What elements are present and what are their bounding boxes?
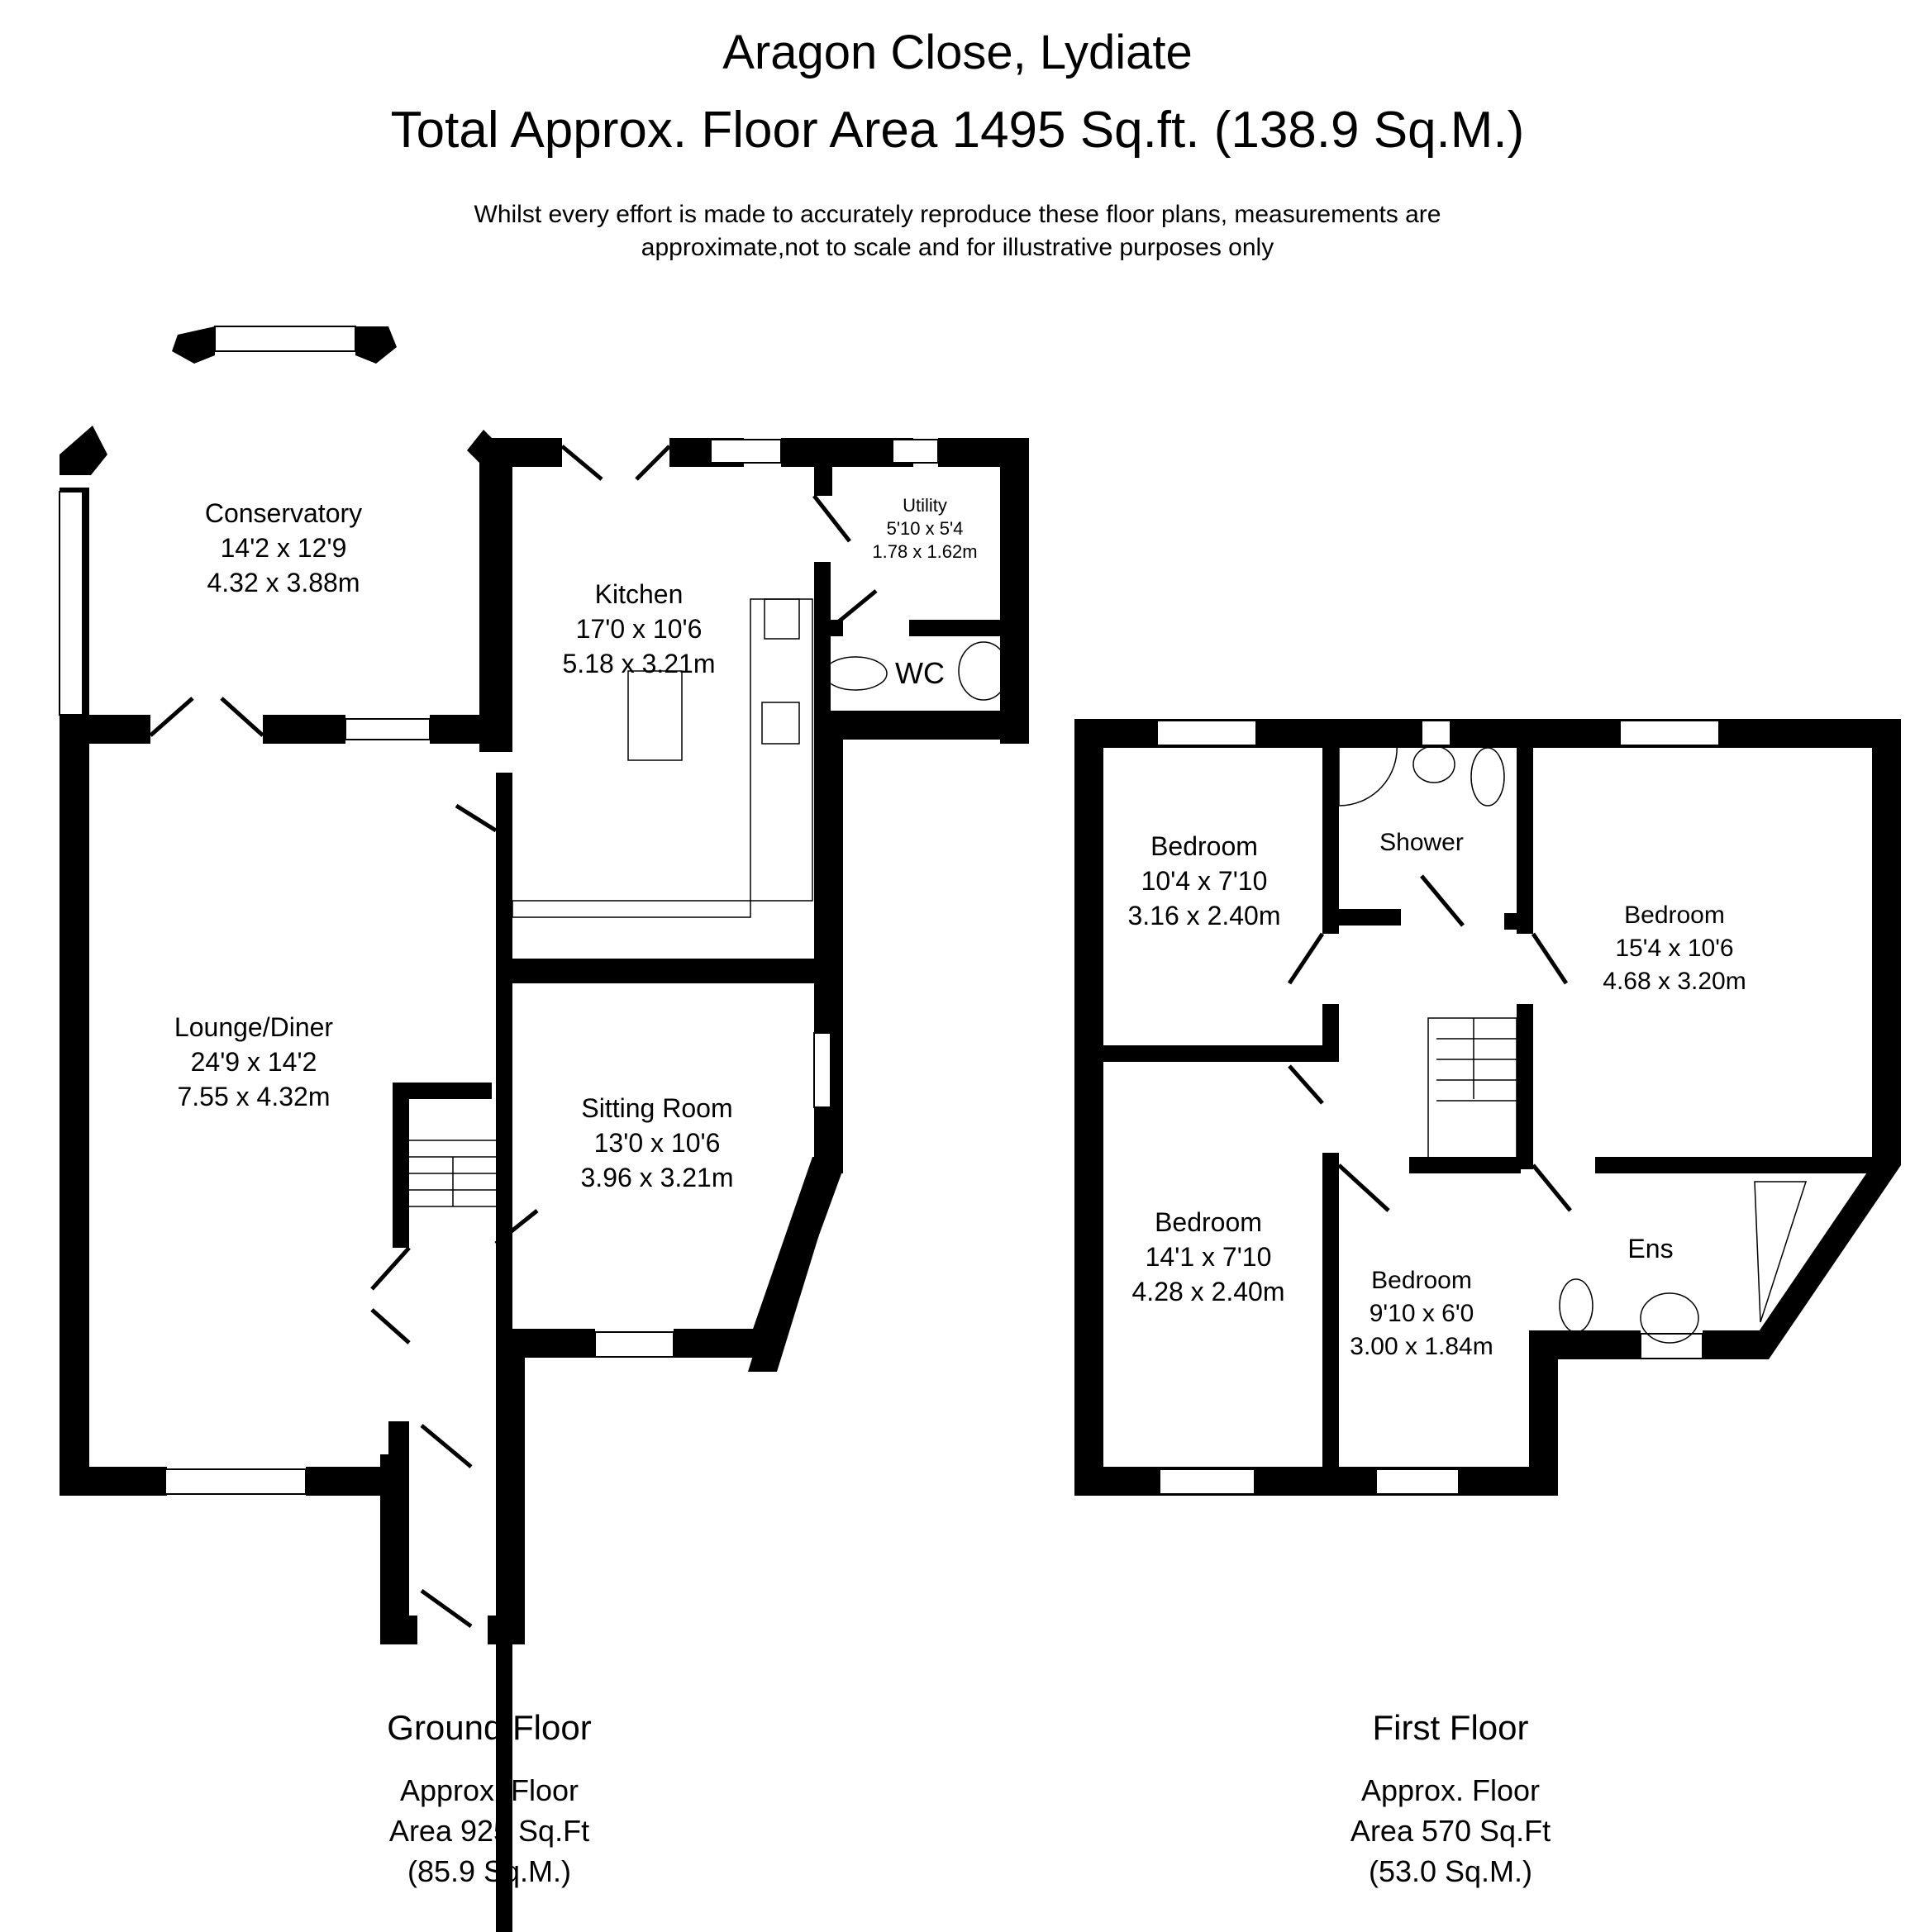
room-label-bedroom-3: Bedroom 14'1 x 7'10 4.28 x 2.40m [1132,1205,1285,1309]
room-label-shower: Shower [1379,826,1464,859]
room-name: Conservatory [204,498,363,528]
room-name: Ens [1627,1234,1674,1263]
property-address: Aragon Close, Lydiate [722,26,1193,79]
room-label-utility: Utility 5'10 x 5'4 1.78 x 1.62m [872,494,977,564]
kitchen-sink-icon [764,598,800,640]
room-dimensions-imperial: 17'0 x 10'6 [575,614,703,644]
room-dimensions-metric: 3.16 x 2.40m [1127,901,1281,930]
disclaimer: Whilst every effort is made to accuratel… [0,198,1915,264]
room-name: Utility [903,495,947,516]
wc-basin-icon [958,641,1009,701]
kitchen-island [627,670,683,761]
floor-name: First Floor [1372,1708,1529,1747]
room-label-bedroom-2: Bedroom 15'4 x 10'6 4.68 x 3.20m [1603,899,1746,998]
floor-area-line-1: Approx. Floor [1360,1773,1541,1807]
kitchen-worktop [750,598,813,902]
windows [59,326,1720,1495]
room-label-kitchen: Kitchen 17'0 x 10'6 5.18 x 3.21m [563,577,716,681]
room-name: Bedroom [1150,831,1258,861]
floor-area-line-2: Area 925 Sq.Ft [388,1814,590,1848]
room-name: Bedroom [1155,1207,1262,1237]
room-dimensions-metric: 1.78 x 1.62m [872,541,978,562]
floor-area-line-1: Approx. Floor [399,1773,579,1807]
shower-room-basin-icon [1412,745,1455,783]
shower-tray-icon [1338,743,1398,807]
room-dimensions-imperial: 10'4 x 7'10 [1141,866,1268,896]
room-dimensions-metric: 4.28 x 2.40m [1131,1277,1285,1306]
room-dimensions-imperial: 24'9 x 14'2 [190,1047,317,1077]
room-name: Bedroom [1371,1267,1472,1294]
ensuite-shower-icon [1754,1181,1808,1323]
ground-stairs-icon [409,1140,496,1207]
room-label-lounge-diner: Lounge/Diner 24'9 x 14'2 7.55 x 4.32m [174,1010,333,1114]
room-name: Bedroom [1624,902,1725,929]
room-dimensions-imperial: 14'1 x 7'10 [1145,1242,1272,1272]
doors [149,445,1572,1629]
room-label-bedroom-1: Bedroom 10'4 x 7'10 3.16 x 2.40m [1128,829,1281,933]
floor-area-line-3: (85.9 Sq.M.) [407,1854,572,1888]
hob-icon [761,702,800,745]
room-dimensions-imperial: 13'0 x 10'6 [593,1128,721,1158]
room-dimensions-imperial: 9'10 x 6'0 [1369,1300,1474,1327]
ensuite-basin-icon [1640,1292,1699,1344]
room-dimensions-metric: 5.18 x 3.21m [562,649,716,678]
total-floor-area: Total Approx. Floor Area 1495 Sq.ft. (13… [390,102,1525,159]
ensuite-toilet-icon [1559,1278,1593,1333]
room-dimensions-metric: 4.68 x 3.20m [1603,968,1746,995]
room-dimensions-imperial: 5'10 x 5'4 [886,518,964,539]
floor-area-line-2: Area 570 Sq.Ft [1350,1814,1551,1848]
first-stairs-icon [1427,1017,1517,1159]
room-label-bedroom-4: Bedroom 9'10 x 6'0 3.00 x 1.84m [1350,1264,1493,1363]
room-label-sitting-room: Sitting Room 13'0 x 10'6 3.96 x 3.21m [581,1091,734,1195]
floor-area-line-3: (53.0 Sq.M.) [1368,1854,1533,1888]
fixtures [409,598,1808,1344]
floor-name: Ground Floor [387,1708,592,1747]
room-label-wc: WC [895,656,945,691]
room-dimensions-metric: 3.96 x 3.21m [580,1163,734,1192]
room-dimensions-imperial: 14'2 x 12'9 [220,533,347,563]
room-dimensions-imperial: 15'4 x 10'6 [1615,935,1734,962]
room-dimensions-metric: 3.00 x 1.84m [1350,1333,1493,1360]
room-name: Sitting Room [581,1093,733,1123]
room-dimensions-metric: 7.55 x 4.32m [177,1082,331,1111]
ground-floor-caption: Ground Floor Approx. Floor Area 925 Sq.F… [387,1707,591,1892]
shower-room-toilet-icon [1470,747,1505,807]
disclaimer-line-2: approximate,not to scale and for illustr… [641,234,1274,261]
wc-toilet-icon [823,656,888,691]
room-name: Shower [1379,829,1464,856]
disclaimer-line-1: Whilst every effort is made to accuratel… [474,201,1441,228]
room-name: WC [895,656,945,690]
room-label-conservatory: Conservatory 14'2 x 12'9 4.32 x 3.88m [205,496,362,600]
room-dimensions-metric: 4.32 x 3.88m [207,568,360,597]
room-name: Kitchen [594,579,684,609]
first-floor-caption: First Floor Approx. Floor Area 570 Sq.Ft… [1351,1707,1551,1892]
room-label-ensuite: Ens [1627,1231,1673,1266]
room-name: Lounge/Diner [174,1012,334,1042]
